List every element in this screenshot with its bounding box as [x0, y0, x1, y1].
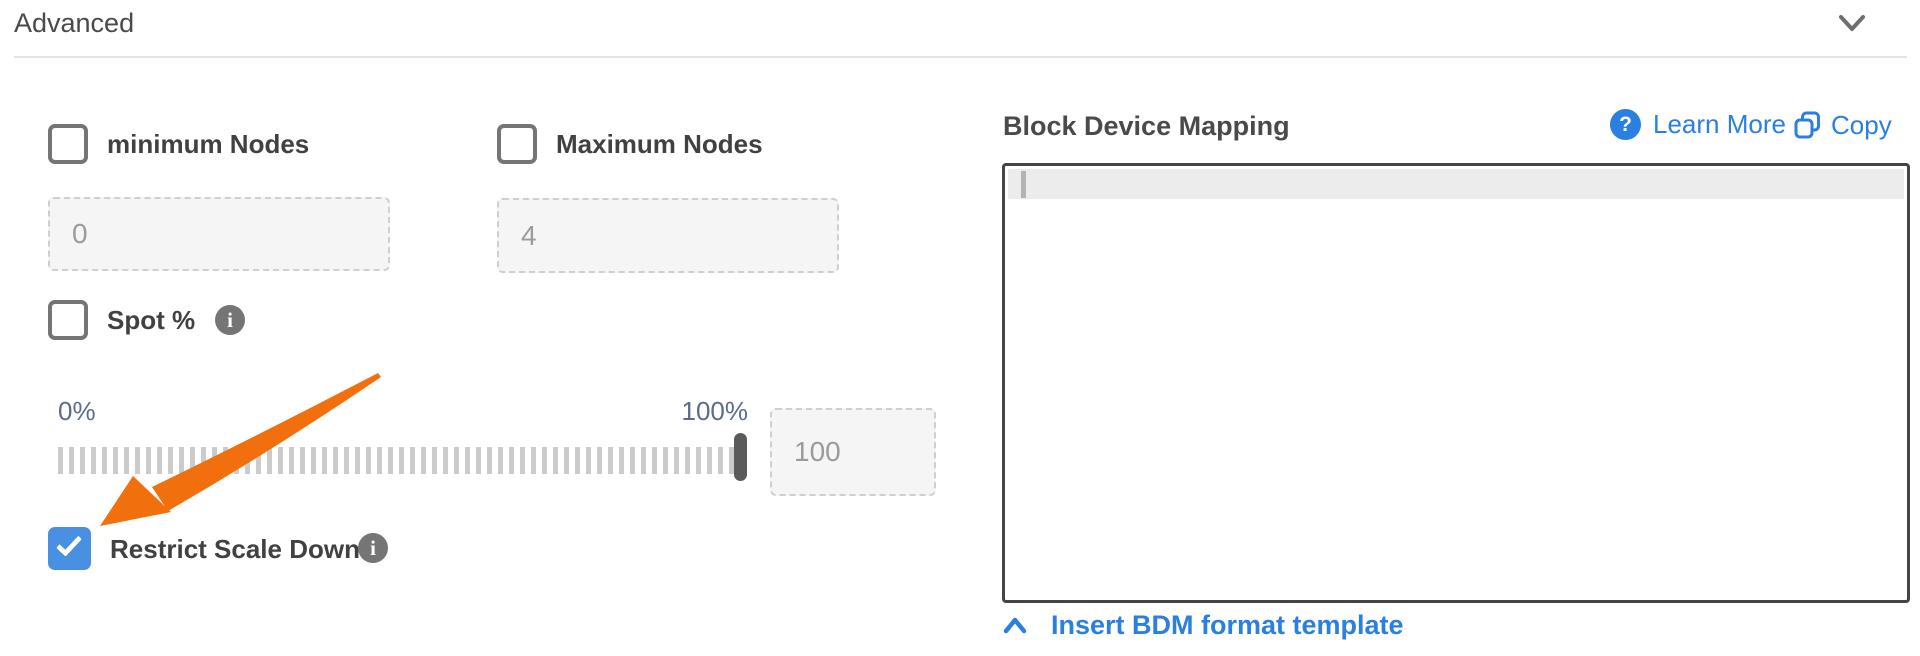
maximum-nodes-label: Maximum Nodes — [556, 129, 763, 159]
chevron-up-icon — [1003, 617, 1027, 633]
spot-percent-slider-handle[interactable] — [734, 433, 747, 481]
editor-cursor — [1021, 171, 1026, 198]
question-circle-icon: ? — [1610, 109, 1641, 140]
restrict-scale-down-label: Restrict Scale Down — [110, 534, 360, 564]
info-icon[interactable]: i — [215, 305, 245, 335]
spot-percent-checkbox[interactable] — [48, 300, 88, 340]
editor-active-line — [1008, 169, 1904, 199]
spot-percent-label: Spot % — [107, 305, 196, 335]
slider-max-label: 100% — [681, 396, 749, 426]
copy-label: Copy — [1831, 109, 1892, 140]
maximum-nodes-checkbox[interactable] — [497, 124, 537, 164]
maximum-nodes-input[interactable] — [497, 198, 839, 273]
slider-min-label: 0% — [58, 396, 96, 426]
restrict-scale-down-checkbox[interactable] — [48, 527, 91, 570]
section-divider — [14, 56, 1907, 58]
insert-bdm-template-link[interactable]: Insert BDM format template — [1003, 610, 1404, 641]
learn-more-link[interactable]: ? Learn More — [1610, 109, 1786, 140]
minimum-nodes-input[interactable] — [48, 197, 390, 271]
section-title-advanced: Advanced — [14, 8, 135, 38]
bdm-title: Block Device Mapping — [1003, 111, 1290, 141]
copy-button[interactable]: Copy — [1794, 109, 1892, 141]
spot-percent-input[interactable] — [770, 408, 936, 496]
insert-template-label: Insert BDM format template — [1051, 610, 1404, 640]
bdm-editor[interactable] — [1002, 163, 1910, 603]
slider-range-labels: 0% 100% — [58, 396, 748, 427]
info-icon[interactable]: i — [358, 533, 388, 563]
chevron-down-icon[interactable] — [1838, 12, 1866, 36]
spot-percent-slider-track[interactable] — [58, 447, 740, 474]
learn-more-label: Learn More — [1653, 109, 1786, 139]
copy-icon — [1794, 111, 1820, 138]
minimum-nodes-checkbox[interactable] — [48, 124, 88, 164]
checkmark-icon — [56, 530, 82, 557]
minimum-nodes-label: minimum Nodes — [107, 129, 310, 159]
